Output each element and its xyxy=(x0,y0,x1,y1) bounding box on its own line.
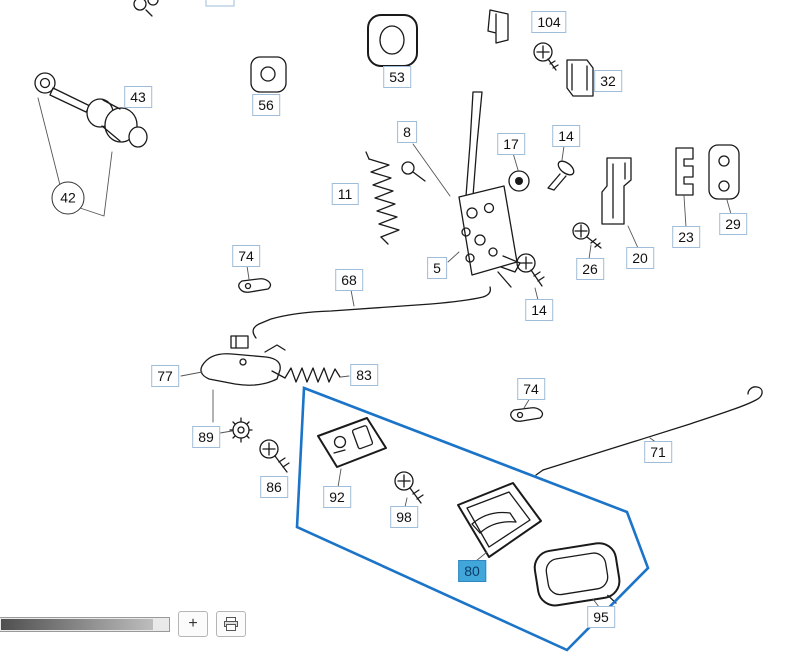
zoom-slider-thumb[interactable] xyxy=(1,618,153,630)
part-label-14-lower[interactable]: 14 xyxy=(525,299,553,321)
part-label-68[interactable]: 68 xyxy=(335,269,363,291)
lever-74-upper xyxy=(238,265,272,293)
part-label-23[interactable]: 23 xyxy=(672,226,700,248)
clip-23 xyxy=(675,147,694,228)
part-label-89[interactable]: 89 xyxy=(192,426,220,448)
part-label-5[interactable]: 5 xyxy=(427,257,447,279)
grommet-17 xyxy=(508,152,530,192)
part-label-43[interactable]: 43 xyxy=(124,86,152,108)
clip-and-screw-104 xyxy=(487,9,559,71)
gear-89 xyxy=(219,417,253,443)
spring-83 xyxy=(271,367,350,383)
bezel-plate-92 xyxy=(317,417,387,488)
screw-26 xyxy=(572,222,602,260)
bracket-20 xyxy=(601,157,639,249)
interior-door-handle-80 xyxy=(457,482,542,562)
part-label-8[interactable]: 8 xyxy=(397,121,417,143)
part-label-29[interactable]: 29 xyxy=(719,213,747,235)
part-label-95[interactable]: 95 xyxy=(587,606,615,628)
rod-68 xyxy=(252,286,491,339)
part-label-74-lower[interactable]: 74 xyxy=(517,378,545,400)
key-and-lock-cylinder xyxy=(34,72,148,217)
plate-29 xyxy=(708,144,740,215)
part-label-71[interactable]: 71 xyxy=(644,441,672,463)
part-label-98[interactable]: 98 xyxy=(390,506,418,528)
print-button[interactable] xyxy=(216,611,246,637)
part-label-74-upper[interactable]: 74 xyxy=(232,245,260,267)
part-label-32[interactable]: 32 xyxy=(594,70,622,92)
part-label-86[interactable]: 86 xyxy=(260,476,288,498)
part-label-11[interactable]: 11 xyxy=(331,183,359,205)
part-label-53[interactable]: 53 xyxy=(383,66,411,88)
bracket-32 xyxy=(566,59,594,97)
screw-14-top xyxy=(547,145,575,191)
gasket-56 xyxy=(250,56,287,93)
lock-mechanism-5 xyxy=(447,91,521,288)
viewer-toolbar: + xyxy=(0,608,246,640)
gasket-53 xyxy=(367,14,418,67)
cutoff-parts-top xyxy=(133,0,235,17)
part-label-77[interactable]: 77 xyxy=(151,365,179,387)
hook-8 xyxy=(401,143,451,197)
bracket-assembly-77 xyxy=(180,335,286,423)
gasket-95 xyxy=(533,542,621,608)
part-label-56[interactable]: 56 xyxy=(252,94,280,116)
part-label-14-top[interactable]: 14 xyxy=(552,125,580,147)
part-label-17[interactable]: 17 xyxy=(497,133,525,155)
zoom-slider[interactable] xyxy=(0,616,170,632)
part-label-26[interactable]: 26 xyxy=(576,258,604,280)
zoom-in-button[interactable]: + xyxy=(178,611,208,637)
part-label-83[interactable]: 83 xyxy=(350,364,378,386)
part-label-80-selected[interactable]: 80 xyxy=(458,560,486,582)
part-label-92[interactable]: 92 xyxy=(323,486,351,508)
lever-74-lower xyxy=(510,397,544,422)
part-label-104[interactable]: 104 xyxy=(531,11,567,33)
part-label-42[interactable]: 42 xyxy=(51,181,85,215)
printer-icon xyxy=(224,617,238,631)
part-label-20[interactable]: 20 xyxy=(626,247,654,269)
screw-86 xyxy=(259,439,290,473)
screw-14-lower xyxy=(516,253,545,301)
spring-11 xyxy=(365,151,400,245)
screw-98 xyxy=(394,471,424,508)
